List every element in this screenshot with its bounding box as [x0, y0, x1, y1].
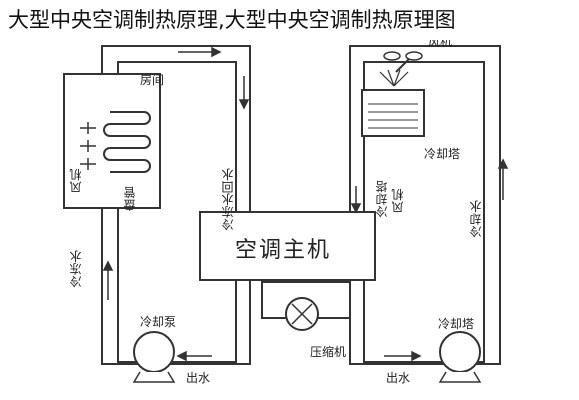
fan-icon	[80, 122, 96, 170]
cooling-tower-mid-label: 冷却塔	[375, 180, 389, 218]
cooling-pump-right-label: 冷却塔	[438, 317, 475, 331]
page-title: 大型中央空调制热原理,大型中央空调制热原理图	[0, 0, 579, 40]
cooling-water-label: 冷却水	[469, 200, 483, 238]
coil-icon	[103, 111, 151, 173]
room-label: 房间	[140, 73, 165, 87]
left-pump-icon	[132, 331, 176, 383]
outlet-left-label: 出水	[186, 371, 211, 385]
frozen-pump-label: 冷却泵	[140, 315, 177, 329]
frozen-water-label: 冷冻水	[69, 250, 83, 288]
right-pump-icon	[438, 331, 482, 383]
fan-label-right-mid: 风机	[391, 188, 405, 213]
frozen-water-return-label: 冷冻水回水	[221, 168, 235, 231]
compressor-label: 压缩机	[310, 345, 347, 359]
cooling-tower-icon	[361, 51, 425, 137]
cooling-tower-label: 冷却塔	[424, 147, 461, 161]
fan-label-left: 风机	[69, 168, 83, 193]
right-outer-pipe	[349, 45, 501, 365]
main-unit-label: 空调主机	[235, 238, 332, 263]
main-unit-box	[199, 211, 376, 281]
outlet-right-label: 出水	[386, 371, 411, 385]
room-box	[63, 73, 161, 209]
coil-label: 盘管	[123, 186, 137, 211]
